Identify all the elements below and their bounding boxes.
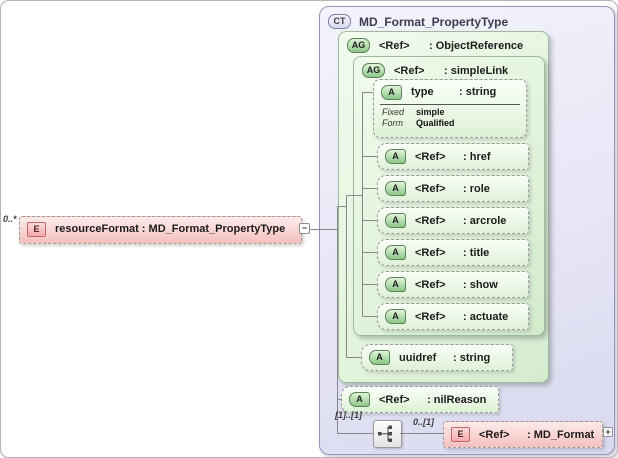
element-type-name: : MD_Format: [527, 428, 595, 441]
attribute-href[interactable]: A <Ref> : href: [377, 143, 529, 170]
attribute-icon: A: [385, 213, 406, 228]
element-resourceFormat[interactable]: E resourceFormat : MD_Format_PropertyTyp…: [19, 216, 302, 244]
attribute-type-name: : show: [463, 278, 498, 291]
complex-type-icon: CT: [328, 14, 351, 29]
attribute-uuidref[interactable]: A uuidref : string: [361, 344, 513, 371]
attribute-type-name: : arcrole: [463, 214, 507, 227]
ref-type: : ObjectReference: [429, 39, 524, 52]
attribute-icon: A: [385, 181, 406, 196]
ref-type: : simpleLink: [444, 64, 509, 77]
facet-divider: [380, 104, 520, 105]
facet-label: Fixed: [382, 107, 405, 117]
sequence-multiplicity-label: [1]..[1]: [335, 410, 362, 420]
attribute-type[interactable]: A type : string Fixed simple Form Qualif…: [373, 79, 527, 138]
collapse-toggle[interactable]: −: [299, 223, 310, 234]
element-label: resourceFormat : MD_Format_PropertyType: [55, 223, 286, 235]
attribute-icon: A: [349, 392, 370, 407]
attribute-actuate[interactable]: A <Ref> : actuate: [377, 303, 529, 330]
expand-toggle[interactable]: +: [603, 427, 613, 437]
attribute-name: type: [411, 86, 434, 98]
element-icon: E: [27, 221, 46, 237]
attribute-type-name: : actuate: [463, 310, 509, 323]
attribute-role[interactable]: A <Ref> : role: [377, 175, 529, 202]
attribute-type-name: : role: [463, 182, 490, 195]
attribute-show[interactable]: A <Ref> : show: [377, 271, 529, 298]
attribute-icon: A: [385, 149, 406, 164]
attribute-group-icon: AG: [362, 63, 385, 78]
sequence-compositor-icon[interactable]: [373, 420, 402, 448]
ref-name: <Ref>: [415, 214, 446, 227]
multiplicity-label: 0..*: [3, 214, 17, 224]
attribute-nilReason[interactable]: A <Ref> : nilReason: [341, 386, 499, 413]
attribute-icon: A: [385, 277, 406, 292]
attribute-icon: A: [385, 245, 406, 260]
ref-name: <Ref>: [415, 246, 446, 259]
facet-value: Qualified: [416, 118, 455, 128]
attribute-type-name: : string: [459, 86, 497, 98]
attribute-arcrole[interactable]: A <Ref> : arcrole: [377, 207, 529, 234]
ref-name: <Ref>: [379, 393, 410, 406]
attribute-type-name: : nilReason: [427, 393, 487, 406]
attribute-icon: A: [385, 309, 406, 324]
attribute-type-name: : title: [463, 246, 490, 259]
attribute-type-name: : href: [463, 150, 491, 163]
ref-name: <Ref>: [415, 150, 446, 163]
element-icon: E: [451, 427, 470, 442]
child-multiplicity-label: 0..[1]: [413, 417, 435, 427]
ref-name: <Ref>: [415, 278, 446, 291]
ref-name: <Ref>: [394, 64, 425, 77]
facet-label: Form: [382, 118, 403, 128]
attribute-icon: A: [369, 350, 390, 365]
ref-name: <Ref>: [379, 39, 410, 52]
attribute-icon: A: [381, 84, 402, 100]
complex-type-title: MD_Format_PropertyType: [359, 14, 509, 29]
attribute-name: uuidref: [399, 351, 437, 364]
element-ref-MD_Format[interactable]: E <Ref> : MD_Format: [443, 421, 603, 448]
ref-name: <Ref>: [415, 310, 446, 323]
ref-name: <Ref>: [479, 428, 510, 441]
attribute-type-name: : string: [453, 351, 491, 364]
attribute-title[interactable]: A <Ref> : title: [377, 239, 529, 266]
attribute-group-icon: AG: [347, 38, 370, 53]
facet-value: simple: [416, 107, 445, 117]
ref-name: <Ref>: [415, 182, 446, 195]
